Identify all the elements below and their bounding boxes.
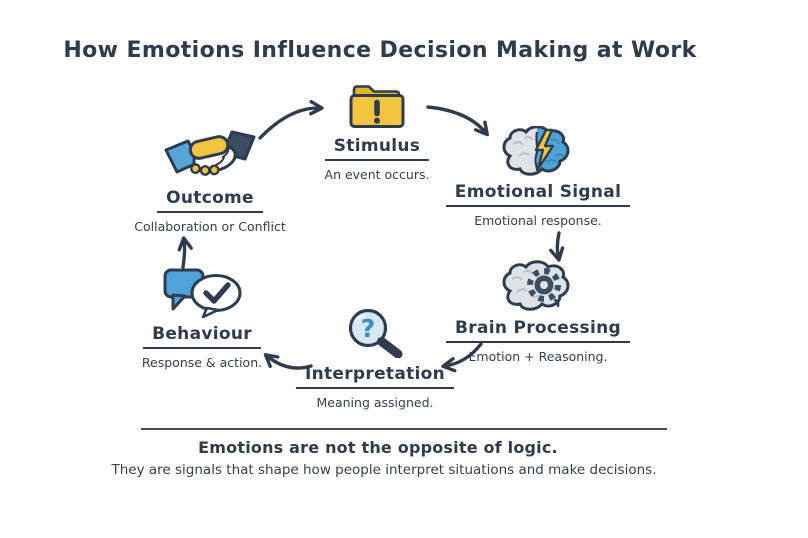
question-glyph: ? <box>361 314 376 343</box>
node-subtitle: Emotion + Reasoning. <box>468 349 608 364</box>
node-label: Interpretation <box>295 363 455 389</box>
node-label: Emotional Signal <box>445 181 631 207</box>
node-subtitle: Emotional response. <box>474 213 602 228</box>
node-subtitle: Meaning assigned. <box>316 395 434 410</box>
node-label: Brain Processing <box>446 317 630 343</box>
arrow-behaviour-to-outcome <box>177 236 193 269</box>
footer-statement: Emotions are not the opposite of logic. <box>198 438 558 457</box>
node-label: Behaviour <box>143 323 261 349</box>
node-subtitle: Collaboration or Conflict <box>134 219 286 234</box>
page-title: How Emotions Influence Decision Making a… <box>63 38 697 63</box>
node-subtitle: An event occurs. <box>324 167 430 182</box>
brain-gear-icon <box>502 260 570 311</box>
node-label: Stimulus <box>324 135 430 161</box>
speech-bubbles-check-icon <box>163 268 242 318</box>
node-interpretation: ? Interpretation Meaning assigned. <box>275 306 475 410</box>
node-label: Outcome <box>157 187 263 213</box>
arrow-interpretation-to-behaviour <box>263 353 313 370</box>
arrow-stimulus-to-emotional-signal <box>426 105 489 137</box>
node-stimulus: Stimulus An event occurs. <box>277 82 477 182</box>
node-subtitle: Response & action. <box>141 355 263 370</box>
folder-alert-icon <box>349 85 405 128</box>
handshake-icon <box>164 130 256 176</box>
brain-lightning-icon <box>502 126 570 176</box>
footer-explanation: They are signals that shape how people i… <box>111 462 657 478</box>
node-emotional-signal: Emotional Signal Emotional response. <box>438 126 638 228</box>
arrow-outcome-to-stimulus <box>258 100 324 140</box>
node-behaviour: Behaviour Response & action. <box>102 266 302 370</box>
arrow-emotional-signal-to-brain-processing <box>549 231 565 262</box>
node-brain-processing: Brain Processing Emotion + Reasoning. <box>438 260 638 364</box>
arrow-brain-processing-to-interpretation <box>441 342 483 373</box>
node-outcome: Outcome Collaboration or Conflict <box>110 126 310 234</box>
magnifier-question-icon: ? <box>348 308 403 358</box>
footer-divider <box>141 428 667 430</box>
